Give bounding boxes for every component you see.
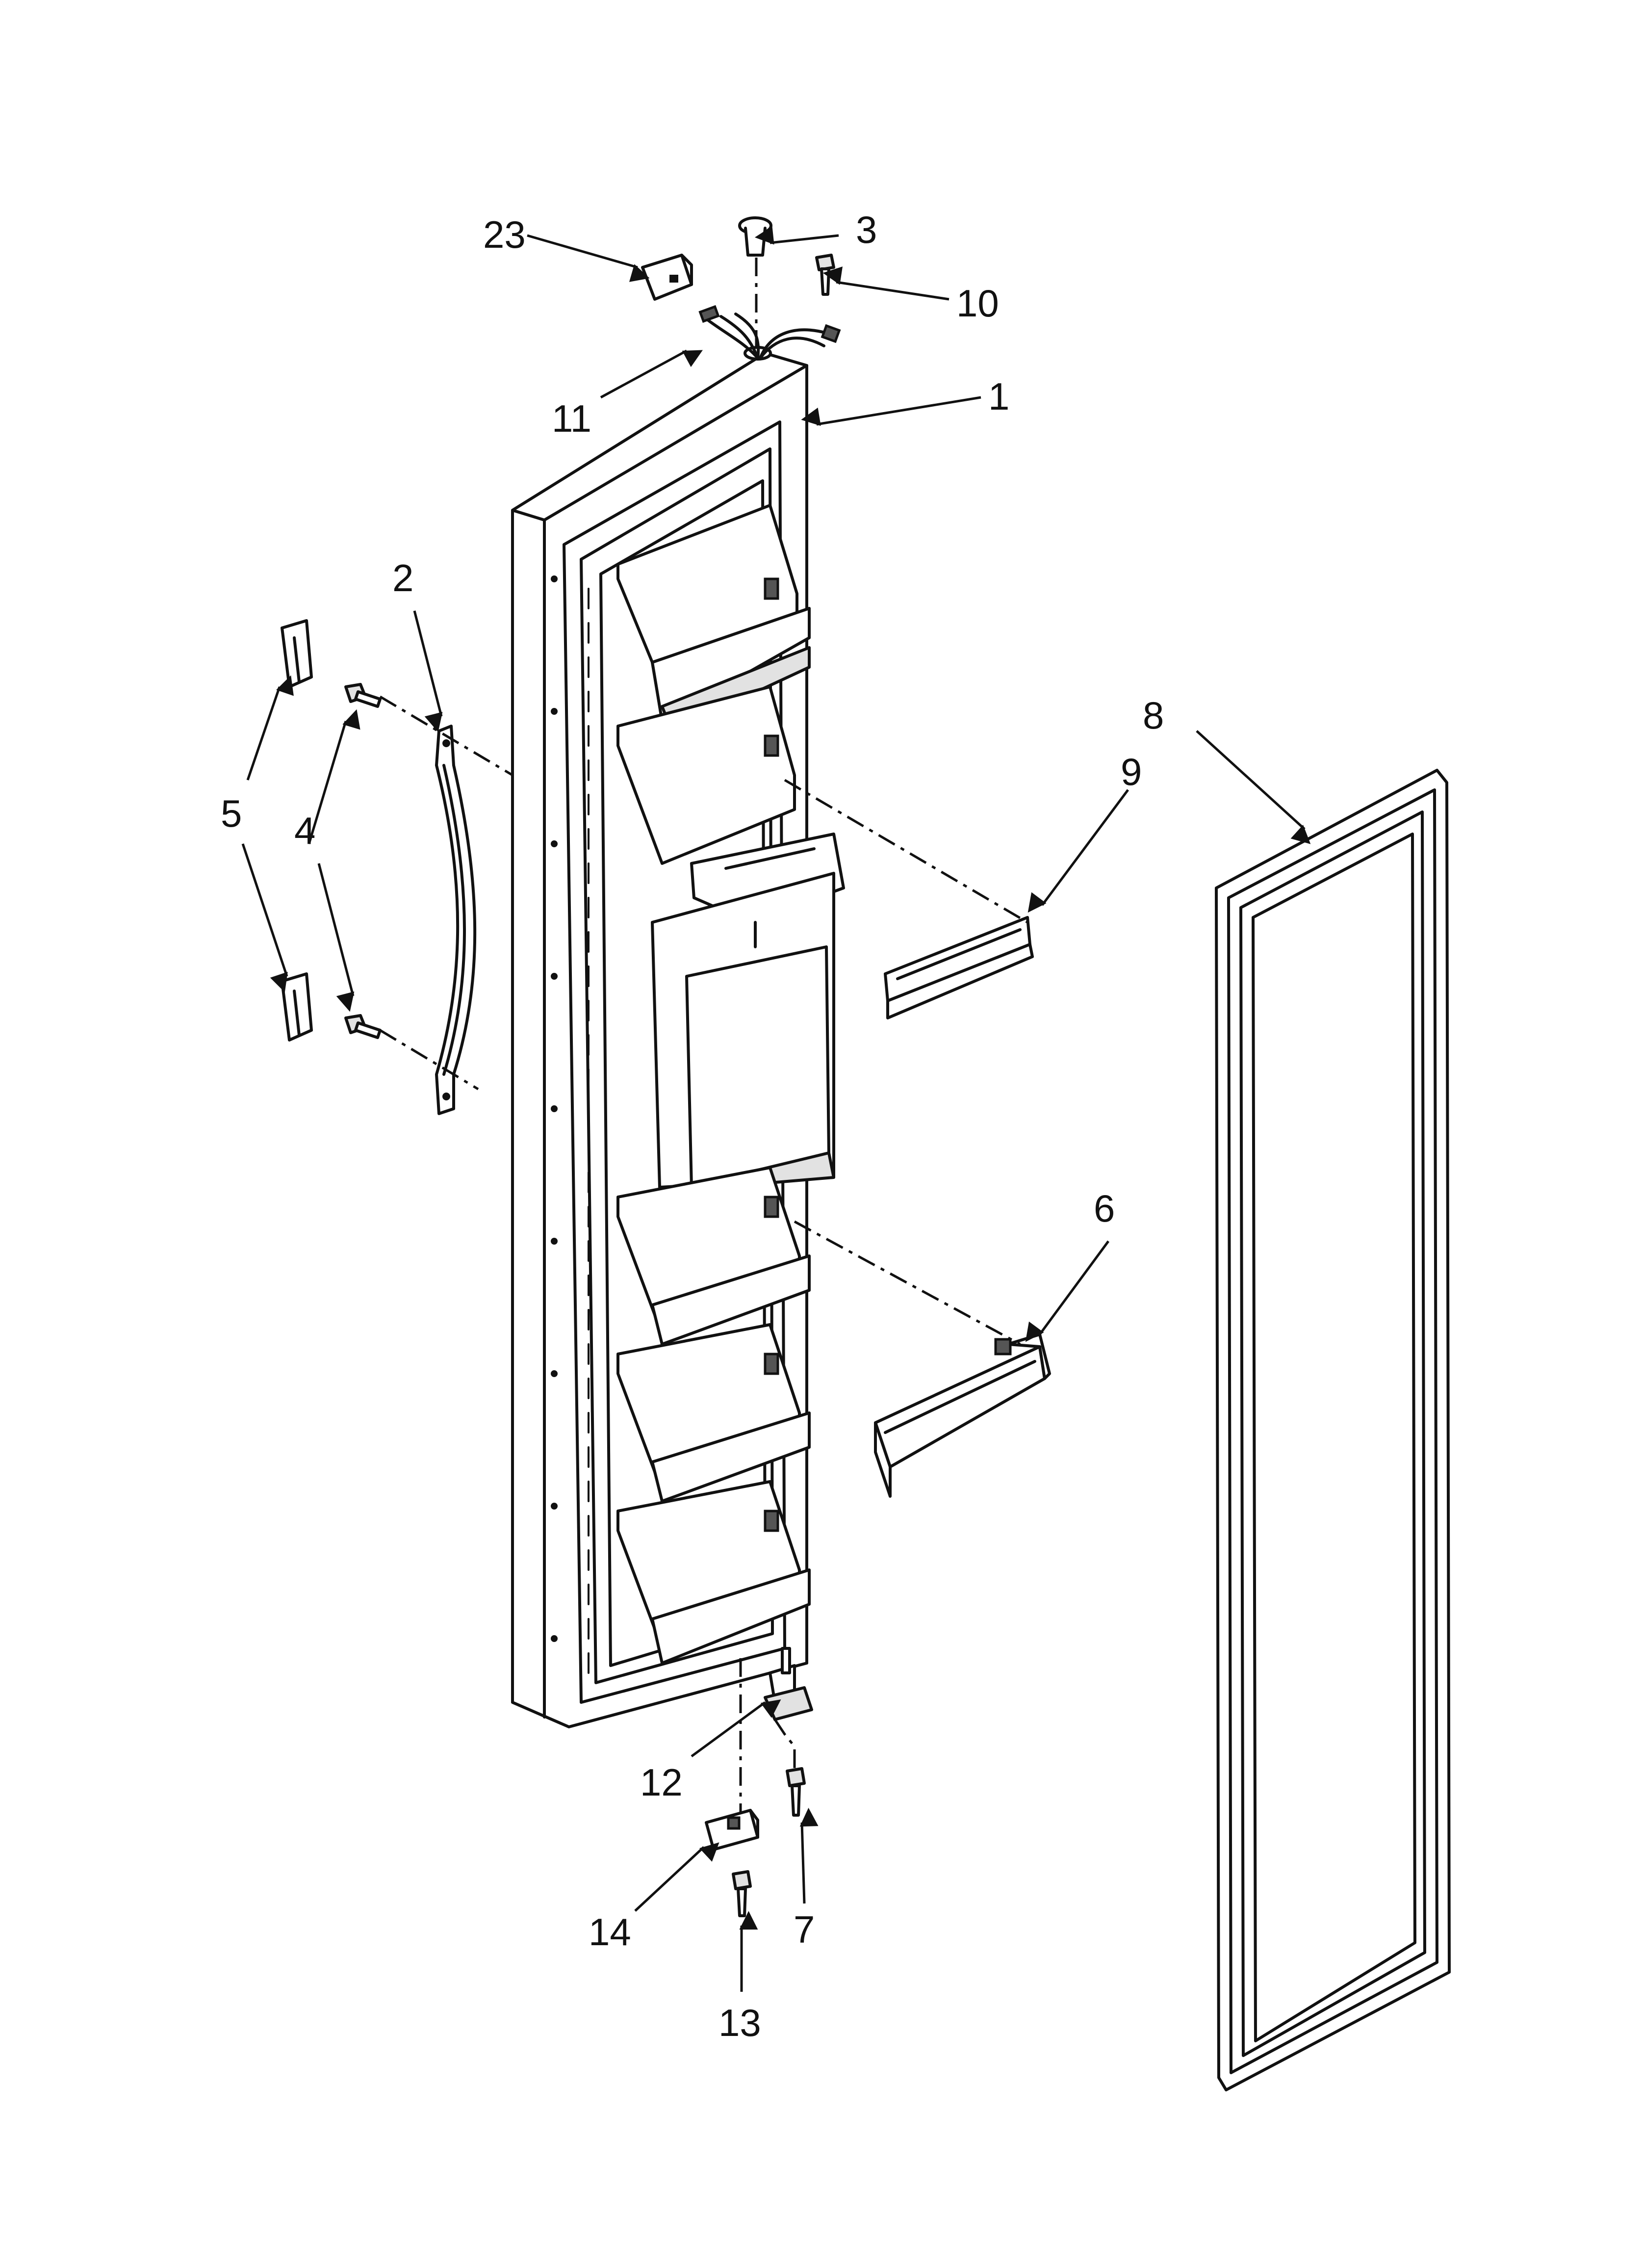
part-8-gasket: [1215, 769, 1451, 2091]
part-9-trim: [884, 916, 1034, 1019]
screw-upper: [344, 683, 382, 708]
callout-1: 1: [988, 375, 1009, 418]
part-6-bin: [874, 1333, 1051, 1498]
liner-dots: [551, 575, 558, 1642]
callout-23: 23: [483, 213, 526, 256]
callout-13: 13: [718, 2001, 761, 2044]
part-13-screw: [732, 1870, 752, 1917]
callout-3: 3: [856, 208, 877, 251]
callout-14: 14: [589, 1910, 631, 1954]
callout-5: 5: [221, 792, 242, 835]
part-23-connector: [641, 254, 693, 301]
part-14-bracket: [705, 1809, 759, 1851]
callout-12: 12: [640, 1761, 683, 1804]
door-assembly: [511, 346, 845, 1728]
part-7-screw: [786, 1767, 806, 1817]
leader-lines: [241, 226, 1311, 1992]
callout-9: 9: [1121, 750, 1142, 793]
door-handle: [435, 725, 477, 1115]
callout-7: 7: [794, 1908, 815, 1951]
end-cap-lower: [281, 972, 313, 1042]
callout-4: 4: [294, 809, 315, 852]
callout-11: 11: [552, 397, 591, 440]
callout-6: 6: [1094, 1187, 1115, 1230]
callout-2: 2: [392, 556, 413, 600]
end-cap-upper: [281, 619, 313, 688]
part-10-screw: [815, 254, 835, 296]
callout-10: 10: [956, 282, 999, 325]
screw-lower: [344, 1014, 382, 1039]
callout-8: 8: [1143, 694, 1164, 737]
part-3-cap: [738, 216, 772, 257]
part-11-wire-harness: [698, 305, 841, 360]
